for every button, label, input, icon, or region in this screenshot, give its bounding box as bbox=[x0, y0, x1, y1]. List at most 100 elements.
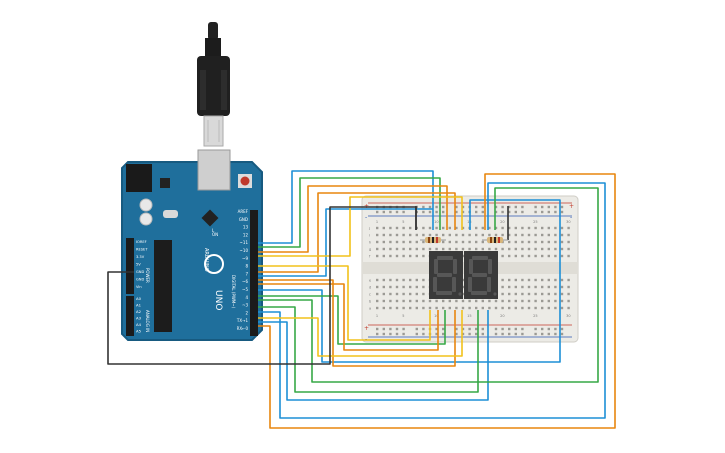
rail-hole[interactable] bbox=[475, 205, 478, 209]
rail-hole[interactable] bbox=[468, 327, 471, 331]
rail-hole[interactable] bbox=[521, 210, 524, 214]
breadboard-hole[interactable] bbox=[395, 254, 399, 258]
breadboard-hole[interactable] bbox=[567, 240, 570, 244]
breadboard-hole[interactable] bbox=[501, 233, 504, 237]
breadboard-hole[interactable] bbox=[402, 240, 405, 244]
breadboard-hole[interactable] bbox=[554, 226, 557, 230]
breadboard-hole[interactable] bbox=[455, 240, 458, 244]
breadboard-hole[interactable] bbox=[514, 254, 517, 258]
rail-hole[interactable] bbox=[481, 205, 484, 209]
breadboard-hole[interactable] bbox=[547, 240, 550, 244]
rail-hole[interactable] bbox=[415, 327, 418, 331]
breadboard-hole[interactable] bbox=[494, 299, 498, 303]
breadboard-hole[interactable] bbox=[514, 247, 517, 251]
breadboard-hole[interactable] bbox=[468, 247, 471, 251]
rail-hole[interactable] bbox=[508, 327, 511, 331]
breadboard-hole[interactable] bbox=[442, 299, 445, 303]
rail-hole[interactable] bbox=[554, 210, 557, 214]
breadboard-hole[interactable] bbox=[514, 299, 517, 303]
breadboard-hole[interactable] bbox=[468, 233, 471, 237]
rail-hole[interactable] bbox=[501, 205, 504, 209]
wire-orange[interactable] bbox=[258, 185, 448, 253]
rail-hole[interactable] bbox=[501, 327, 504, 331]
breadboard-hole[interactable] bbox=[389, 306, 392, 310]
arduino-uno-board[interactable]: UNO ARDUINO DIGITAL (PWM~) POWER ANALOG … bbox=[121, 149, 263, 341]
rail-hole[interactable] bbox=[382, 210, 385, 214]
breadboard-hole[interactable] bbox=[461, 233, 465, 237]
breadboard-hole[interactable] bbox=[494, 226, 498, 230]
rail-hole[interactable] bbox=[422, 205, 425, 209]
rail-hole[interactable] bbox=[494, 205, 498, 209]
rail-hole[interactable] bbox=[494, 332, 498, 336]
breadboard-hole[interactable] bbox=[488, 299, 491, 303]
breadboard-hole[interactable] bbox=[488, 233, 491, 237]
breadboard-hole[interactable] bbox=[422, 240, 425, 244]
rail-hole[interactable] bbox=[455, 210, 458, 214]
breadboard-hole[interactable] bbox=[382, 278, 385, 282]
breadboard-hole[interactable] bbox=[534, 247, 537, 251]
breadboard-hole[interactable] bbox=[527, 247, 531, 251]
breadboard-hole[interactable] bbox=[442, 226, 445, 230]
breadboard-hole[interactable] bbox=[481, 306, 484, 310]
breadboard-hole[interactable] bbox=[481, 247, 484, 251]
wire-orange[interactable] bbox=[258, 173, 616, 429]
wires[interactable] bbox=[107, 170, 616, 429]
breadboard-hole[interactable] bbox=[567, 254, 570, 258]
breadboard-hole[interactable] bbox=[547, 285, 550, 289]
breadboard-hole[interactable] bbox=[534, 299, 537, 303]
breadboard-hole[interactable] bbox=[382, 292, 385, 296]
rail-hole[interactable] bbox=[389, 210, 392, 214]
breadboard-hole[interactable] bbox=[521, 306, 524, 310]
rail-hole[interactable] bbox=[481, 332, 484, 336]
breadboard-hole[interactable] bbox=[389, 254, 392, 258]
breadboard-hole[interactable] bbox=[395, 240, 399, 244]
breadboard-hole[interactable] bbox=[376, 292, 379, 296]
rail-hole[interactable] bbox=[560, 205, 564, 209]
breadboard-hole[interactable] bbox=[541, 247, 544, 251]
breadboard-hole[interactable] bbox=[554, 254, 557, 258]
breadboard-hole[interactable] bbox=[521, 226, 524, 230]
rail-hole[interactable] bbox=[376, 332, 379, 336]
breadboard-hole[interactable] bbox=[521, 285, 524, 289]
breadboard-hole[interactable] bbox=[448, 299, 451, 303]
breadboard-hole[interactable] bbox=[435, 233, 438, 237]
breadboard-hole[interactable] bbox=[428, 299, 432, 303]
breadboard-hole[interactable] bbox=[547, 306, 550, 310]
breadboard-hole[interactable] bbox=[448, 306, 451, 310]
breadboard-hole[interactable] bbox=[382, 247, 385, 251]
breadboard-hole[interactable] bbox=[521, 278, 524, 282]
rail-hole[interactable] bbox=[455, 332, 458, 336]
breadboard-hole[interactable] bbox=[435, 306, 438, 310]
breadboard-hole[interactable] bbox=[481, 240, 484, 244]
rail-hole[interactable] bbox=[560, 332, 564, 336]
breadboard-hole[interactable] bbox=[560, 233, 564, 237]
breadboard-hole[interactable] bbox=[402, 226, 405, 230]
breadboard-hole[interactable] bbox=[514, 306, 517, 310]
breadboard-hole[interactable] bbox=[389, 299, 392, 303]
breadboard-hole[interactable] bbox=[541, 233, 544, 237]
breadboard-hole[interactable] bbox=[488, 306, 491, 310]
breadboard-hole[interactable] bbox=[435, 247, 438, 251]
breadboard-hole[interactable] bbox=[422, 247, 425, 251]
rail-hole[interactable] bbox=[376, 327, 379, 331]
breadboard-hole[interactable] bbox=[475, 226, 478, 230]
power-pin-header[interactable] bbox=[126, 238, 134, 294]
breadboard-hole[interactable] bbox=[409, 240, 412, 244]
breadboard-hole[interactable] bbox=[547, 226, 550, 230]
breadboard-hole[interactable] bbox=[389, 278, 392, 282]
breadboard-hole[interactable] bbox=[395, 278, 399, 282]
breadboard-hole[interactable] bbox=[481, 233, 484, 237]
breadboard-hole[interactable] bbox=[501, 292, 504, 296]
breadboard-hole[interactable] bbox=[402, 299, 405, 303]
breadboard-hole[interactable] bbox=[541, 226, 544, 230]
rail-hole[interactable] bbox=[534, 327, 537, 331]
rail-hole[interactable] bbox=[541, 327, 544, 331]
breadboard-hole[interactable] bbox=[382, 306, 385, 310]
rail-hole[interactable] bbox=[514, 332, 517, 336]
breadboard-hole[interactable] bbox=[389, 285, 392, 289]
breadboard-hole[interactable] bbox=[409, 306, 412, 310]
rail-hole[interactable] bbox=[461, 205, 465, 209]
breadboard-hole[interactable] bbox=[409, 226, 412, 230]
breadboard-hole[interactable] bbox=[560, 285, 564, 289]
